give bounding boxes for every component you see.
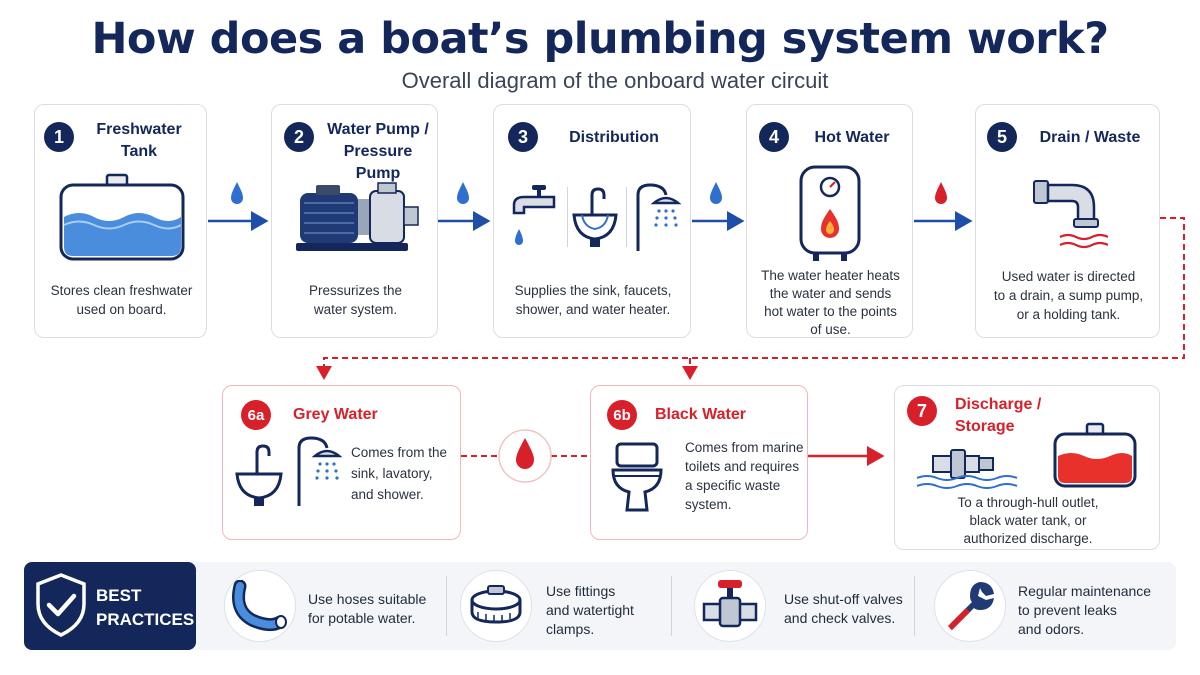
hose-icon [232,580,287,632]
droplet-icon [935,182,947,204]
step-title: Drain / Waste [1039,129,1141,146]
step-description: To a through-hull outlet,black water tan… [957,495,1099,546]
step-card-water-pump: 2 Water Pump /Pressure Pump Pressurizes … [271,104,438,338]
step-badge: 5 [987,122,1017,152]
waste-badge: 6a [241,400,271,430]
faucet-icon [512,185,556,245]
step-badge: 2 [284,122,314,152]
through-hull-outlet-icon [916,449,1018,489]
step-card-discharge-storage: 7 Discharge /Storage To a through-hull o… [894,385,1160,550]
toilet-icon [611,442,663,512]
step-badge: 4 [759,122,789,152]
sink-icon [235,444,283,506]
waste-title: Black Water [655,406,746,423]
waste-title: Grey Water [293,406,378,423]
valve-icon [702,580,758,628]
step-title: Water Pump /Pressure Pump [327,121,429,182]
waste-return-line [316,217,1185,380]
shower-icon [636,183,682,251]
sink-icon [572,187,618,247]
page-subtitle: Overall diagram of the onboard water cir… [401,68,829,93]
page-title: How does a boat’s plumbing system work? [91,14,1109,64]
droplet-icon [231,182,243,204]
pump-icon [296,182,419,251]
step-title: Distribution [569,129,659,146]
step-badge: 1 [44,122,74,152]
droplet-icon [516,438,534,469]
droplet-icon [457,182,469,204]
clamp-icon [470,585,522,624]
step-card-distribution: 3 Distribution Supplies the sink, faucet… [493,104,691,338]
drain-pipe-icon [1033,180,1108,249]
black-water-tank-icon [1053,422,1137,488]
water-heater-icon [799,165,861,261]
droplet-icon [710,182,722,204]
shield-check-icon [36,573,86,637]
step-title: Hot Water [814,129,890,146]
step-badge: 7 [907,396,937,426]
step-badge: 3 [508,122,538,152]
wrench-icon [948,582,994,630]
shower-icon [297,436,343,506]
water-tank-icon [59,173,185,261]
step-title: Discharge /Storage [955,396,1042,435]
step-description: Supplies the sink, faucets,shower, and w… [514,283,672,317]
waste-badge: 6b [607,400,637,430]
